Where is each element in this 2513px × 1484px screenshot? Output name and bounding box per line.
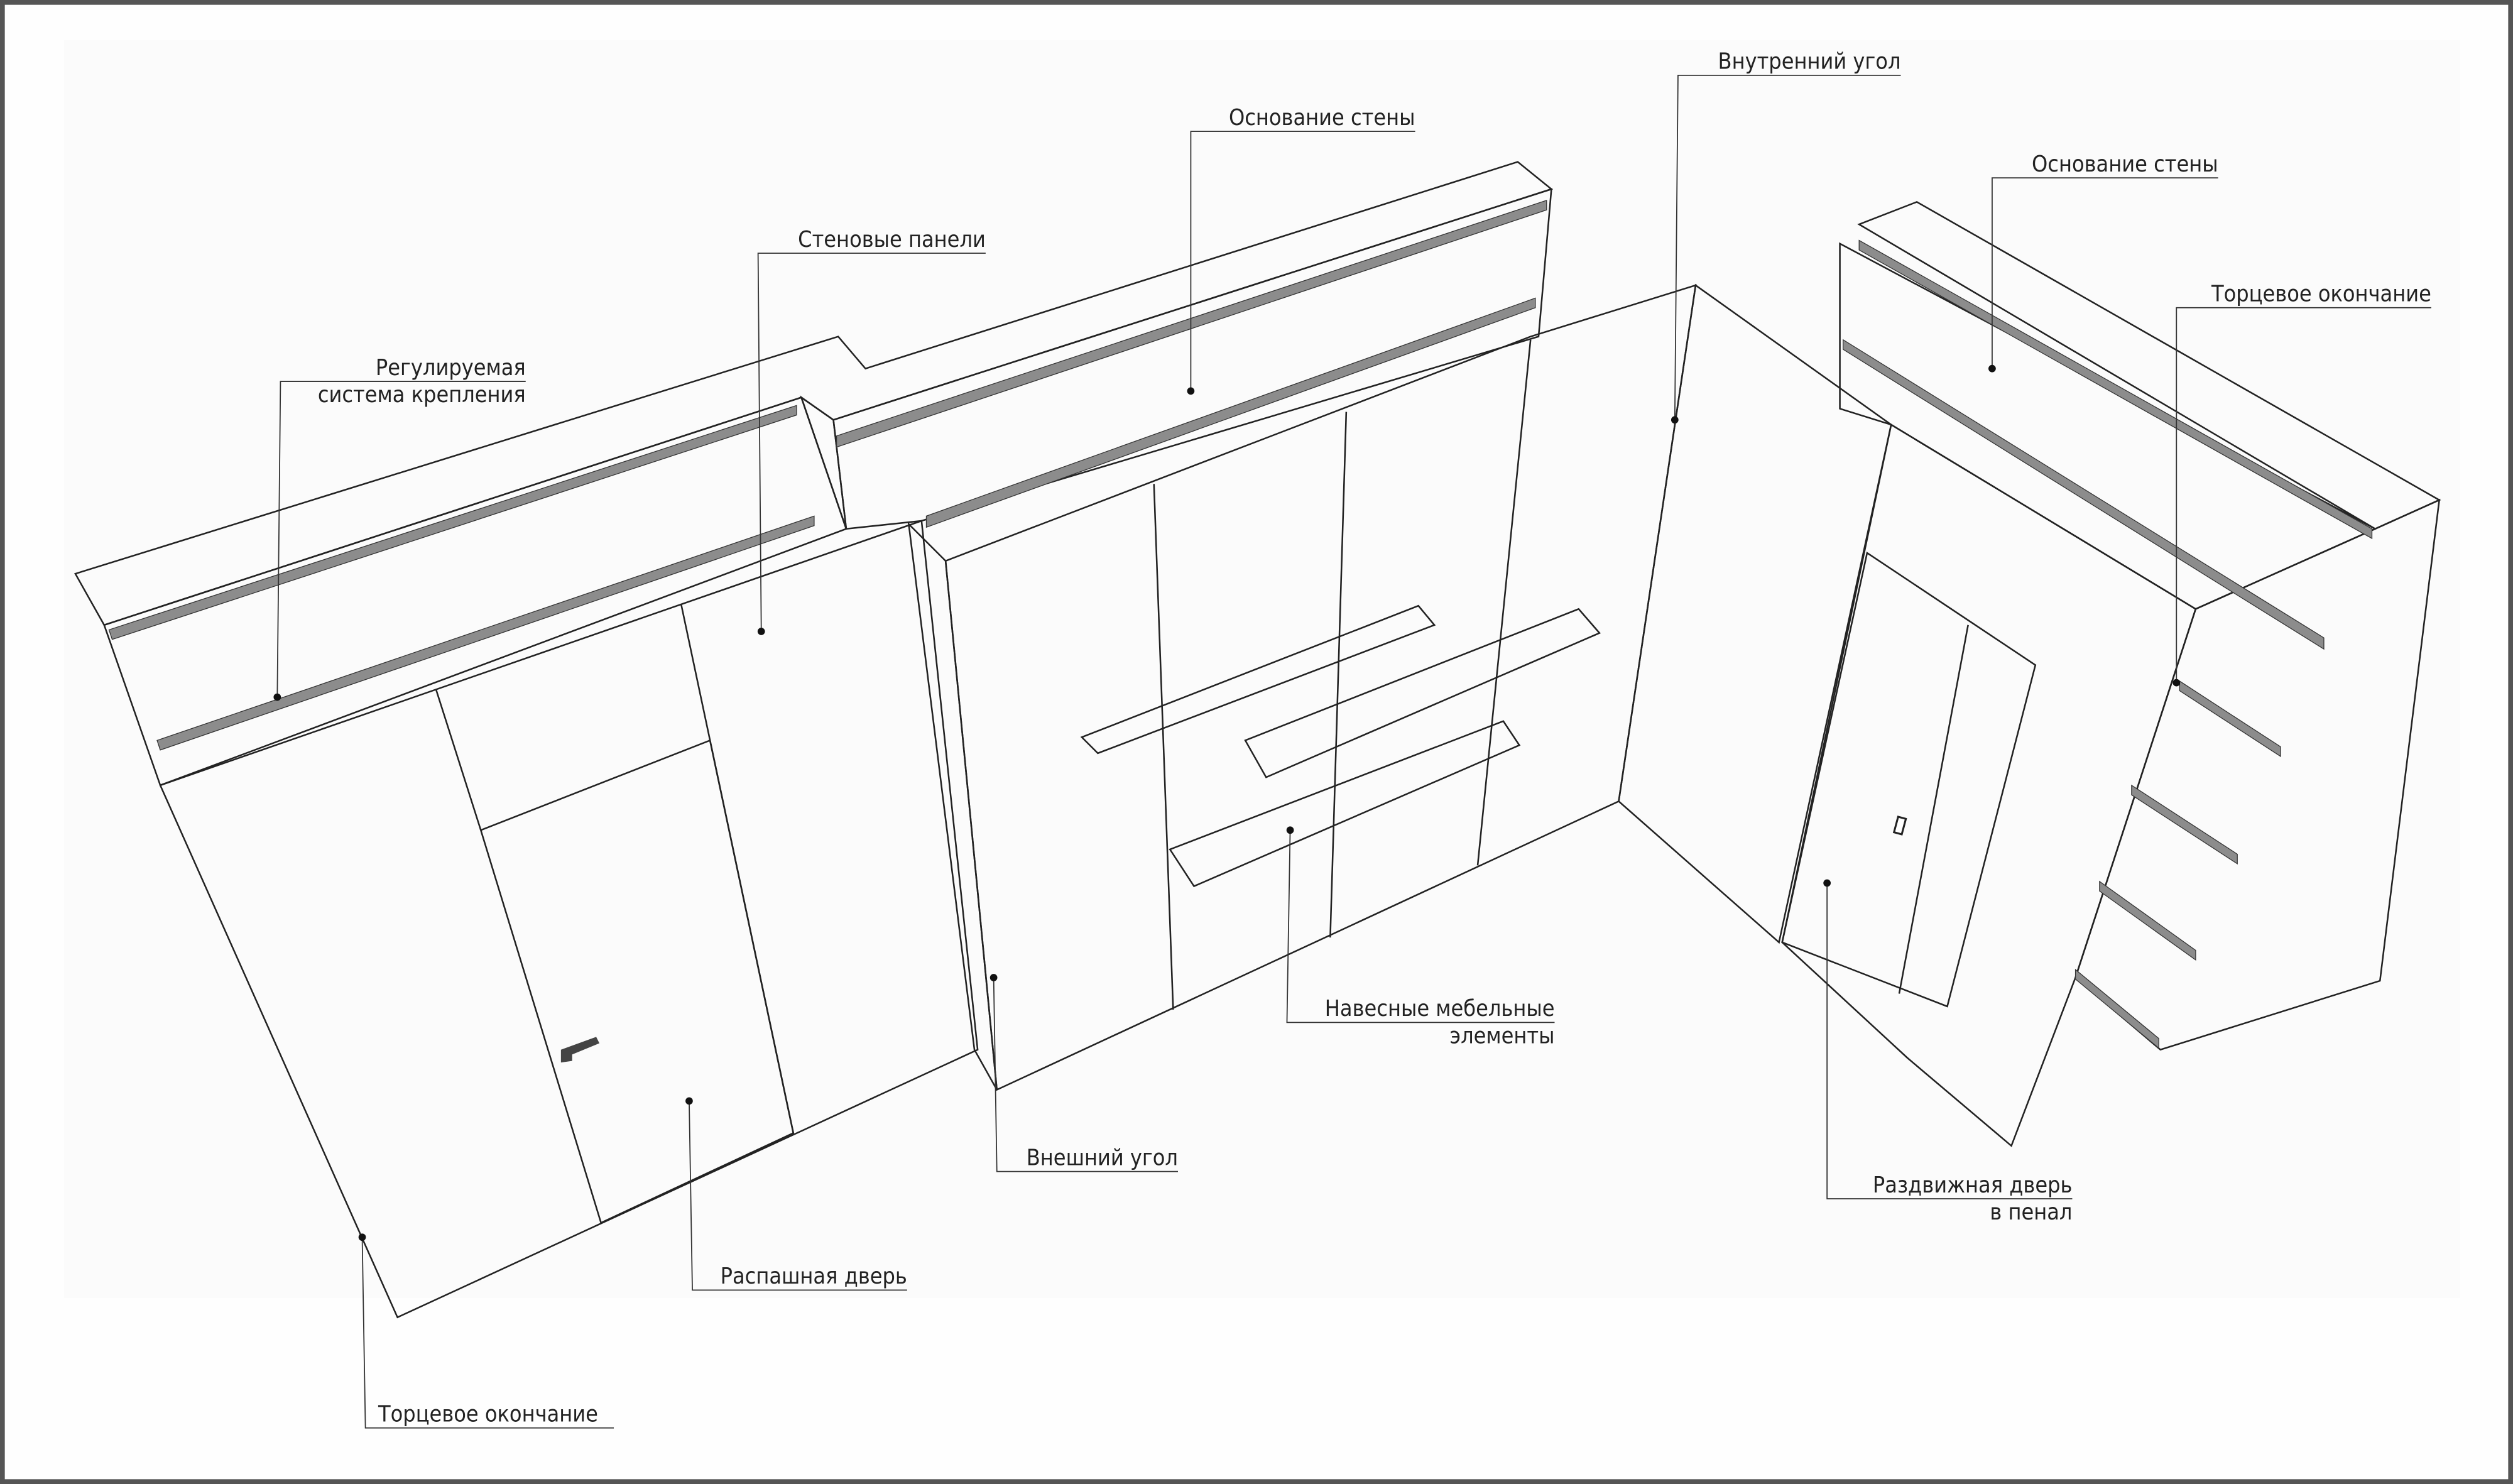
label-wall-panels: Стеновые панели — [798, 227, 986, 253]
mounting-rail — [925, 297, 1536, 528]
hanging-shelves — [1080, 604, 1601, 888]
mounting-rail — [836, 199, 1547, 448]
shelf — [1080, 604, 1436, 755]
callout-wall-base-2: Основание стены — [1988, 151, 2218, 373]
label-sliding-door-line2: в пенал — [1990, 1199, 2072, 1225]
label-outer-corner: Внешний угол — [1027, 1145, 1178, 1170]
callout-swing-door: Распашная дверь — [685, 1097, 907, 1291]
shelf — [1169, 720, 1521, 888]
mounting-rail — [2179, 680, 2281, 758]
sliding-door — [1781, 551, 2037, 1008]
label-inner-corner: Внутренний угол — [1718, 49, 1901, 75]
door-pull-icon — [1892, 816, 1907, 836]
wall-cap — [1857, 200, 2441, 530]
drawing-background — [64, 40, 2460, 1299]
callout-inner-corner: Внутренний угол — [1671, 49, 1901, 424]
shelf — [1244, 608, 1601, 778]
callout-end-finish-left: Торцевое окончание — [358, 1233, 614, 1429]
callout-end-finish-right: Торцевое окончание — [2172, 281, 2431, 687]
wall-cap — [74, 161, 1554, 626]
label-end-finish-left: Торцевое окончание — [378, 1402, 598, 1427]
label-hanging-furniture-line2: элементы — [1449, 1023, 1554, 1049]
label-swing-door: Распашная дверь — [721, 1263, 907, 1289]
mounting-rail — [156, 515, 815, 751]
left-wall-panels — [159, 520, 979, 1319]
callout-outer-corner: Внешний угол — [989, 974, 1178, 1172]
callout-wall-panels: Стеновые панели — [757, 227, 986, 635]
swing-door — [479, 739, 795, 1225]
label-hanging-furniture-line1: Навесные мебельные — [1325, 996, 1555, 1022]
label-wall-base-1: Основание стены — [1229, 105, 1415, 131]
mounting-rail — [1843, 339, 2325, 650]
mounting-rail — [108, 405, 797, 640]
right-wall — [1618, 200, 2441, 1147]
mounting-rail — [1858, 239, 2373, 540]
callout-wall-base-1: Основание стены — [1187, 105, 1415, 395]
label-wall-base-2: Основание стены — [2032, 151, 2218, 177]
label-sliding-door-line1: Раздвижная дверь — [1873, 1172, 2073, 1198]
mounting-rail — [2131, 784, 2238, 865]
mounting-rail — [2099, 880, 2196, 961]
callout-hanging-furniture: Навесные мебельные элементы — [1286, 826, 1555, 1049]
label-fixing-system-line2: система крепления — [318, 382, 526, 408]
mounting-rail — [2074, 968, 2159, 1049]
callout-fixing-system: Регулируемая система крепления — [273, 355, 526, 701]
brick-wall-left — [74, 161, 1554, 787]
label-end-finish-right: Торцевое окончание — [2211, 281, 2431, 307]
label-fixing-system-line1: Регулируемая — [376, 355, 526, 381]
callout-sliding-door: Раздвижная дверь в пенал — [1823, 879, 2073, 1225]
door-handle-icon — [560, 1037, 600, 1063]
